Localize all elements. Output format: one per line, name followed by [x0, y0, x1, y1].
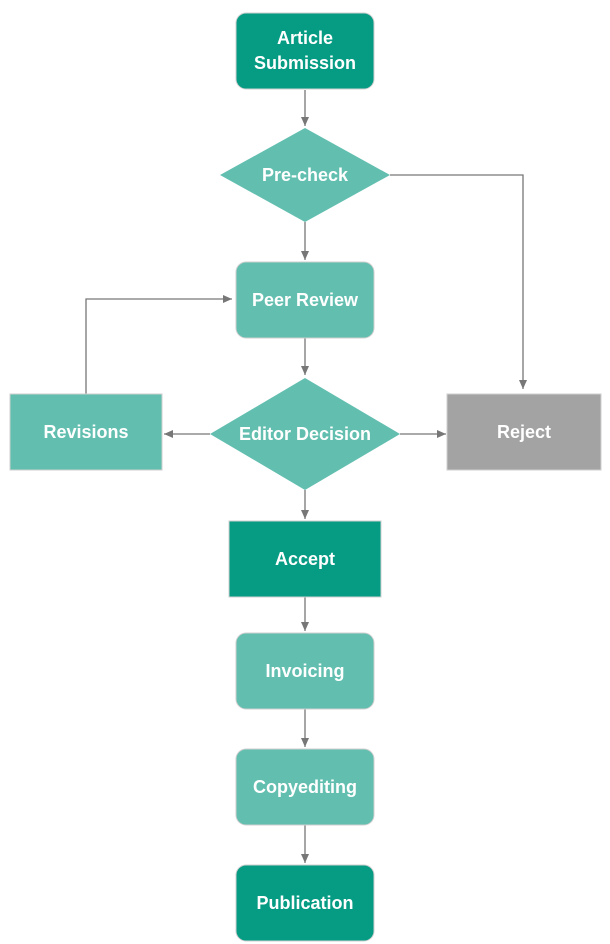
node-copyediting	[235, 748, 375, 826]
node-revisions	[9, 393, 163, 471]
node-peer-review	[235, 261, 375, 339]
node-invoicing	[235, 632, 375, 710]
connector-revisions-peerreview	[85, 295, 232, 394]
node-publication	[235, 864, 375, 942]
node-accept	[228, 520, 382, 598]
node-editor-decision	[210, 378, 400, 490]
node-pre-check	[220, 128, 390, 222]
connector-precheck-reject	[390, 174, 527, 389]
node-reject	[446, 393, 602, 471]
node-article-submission	[235, 12, 375, 90]
